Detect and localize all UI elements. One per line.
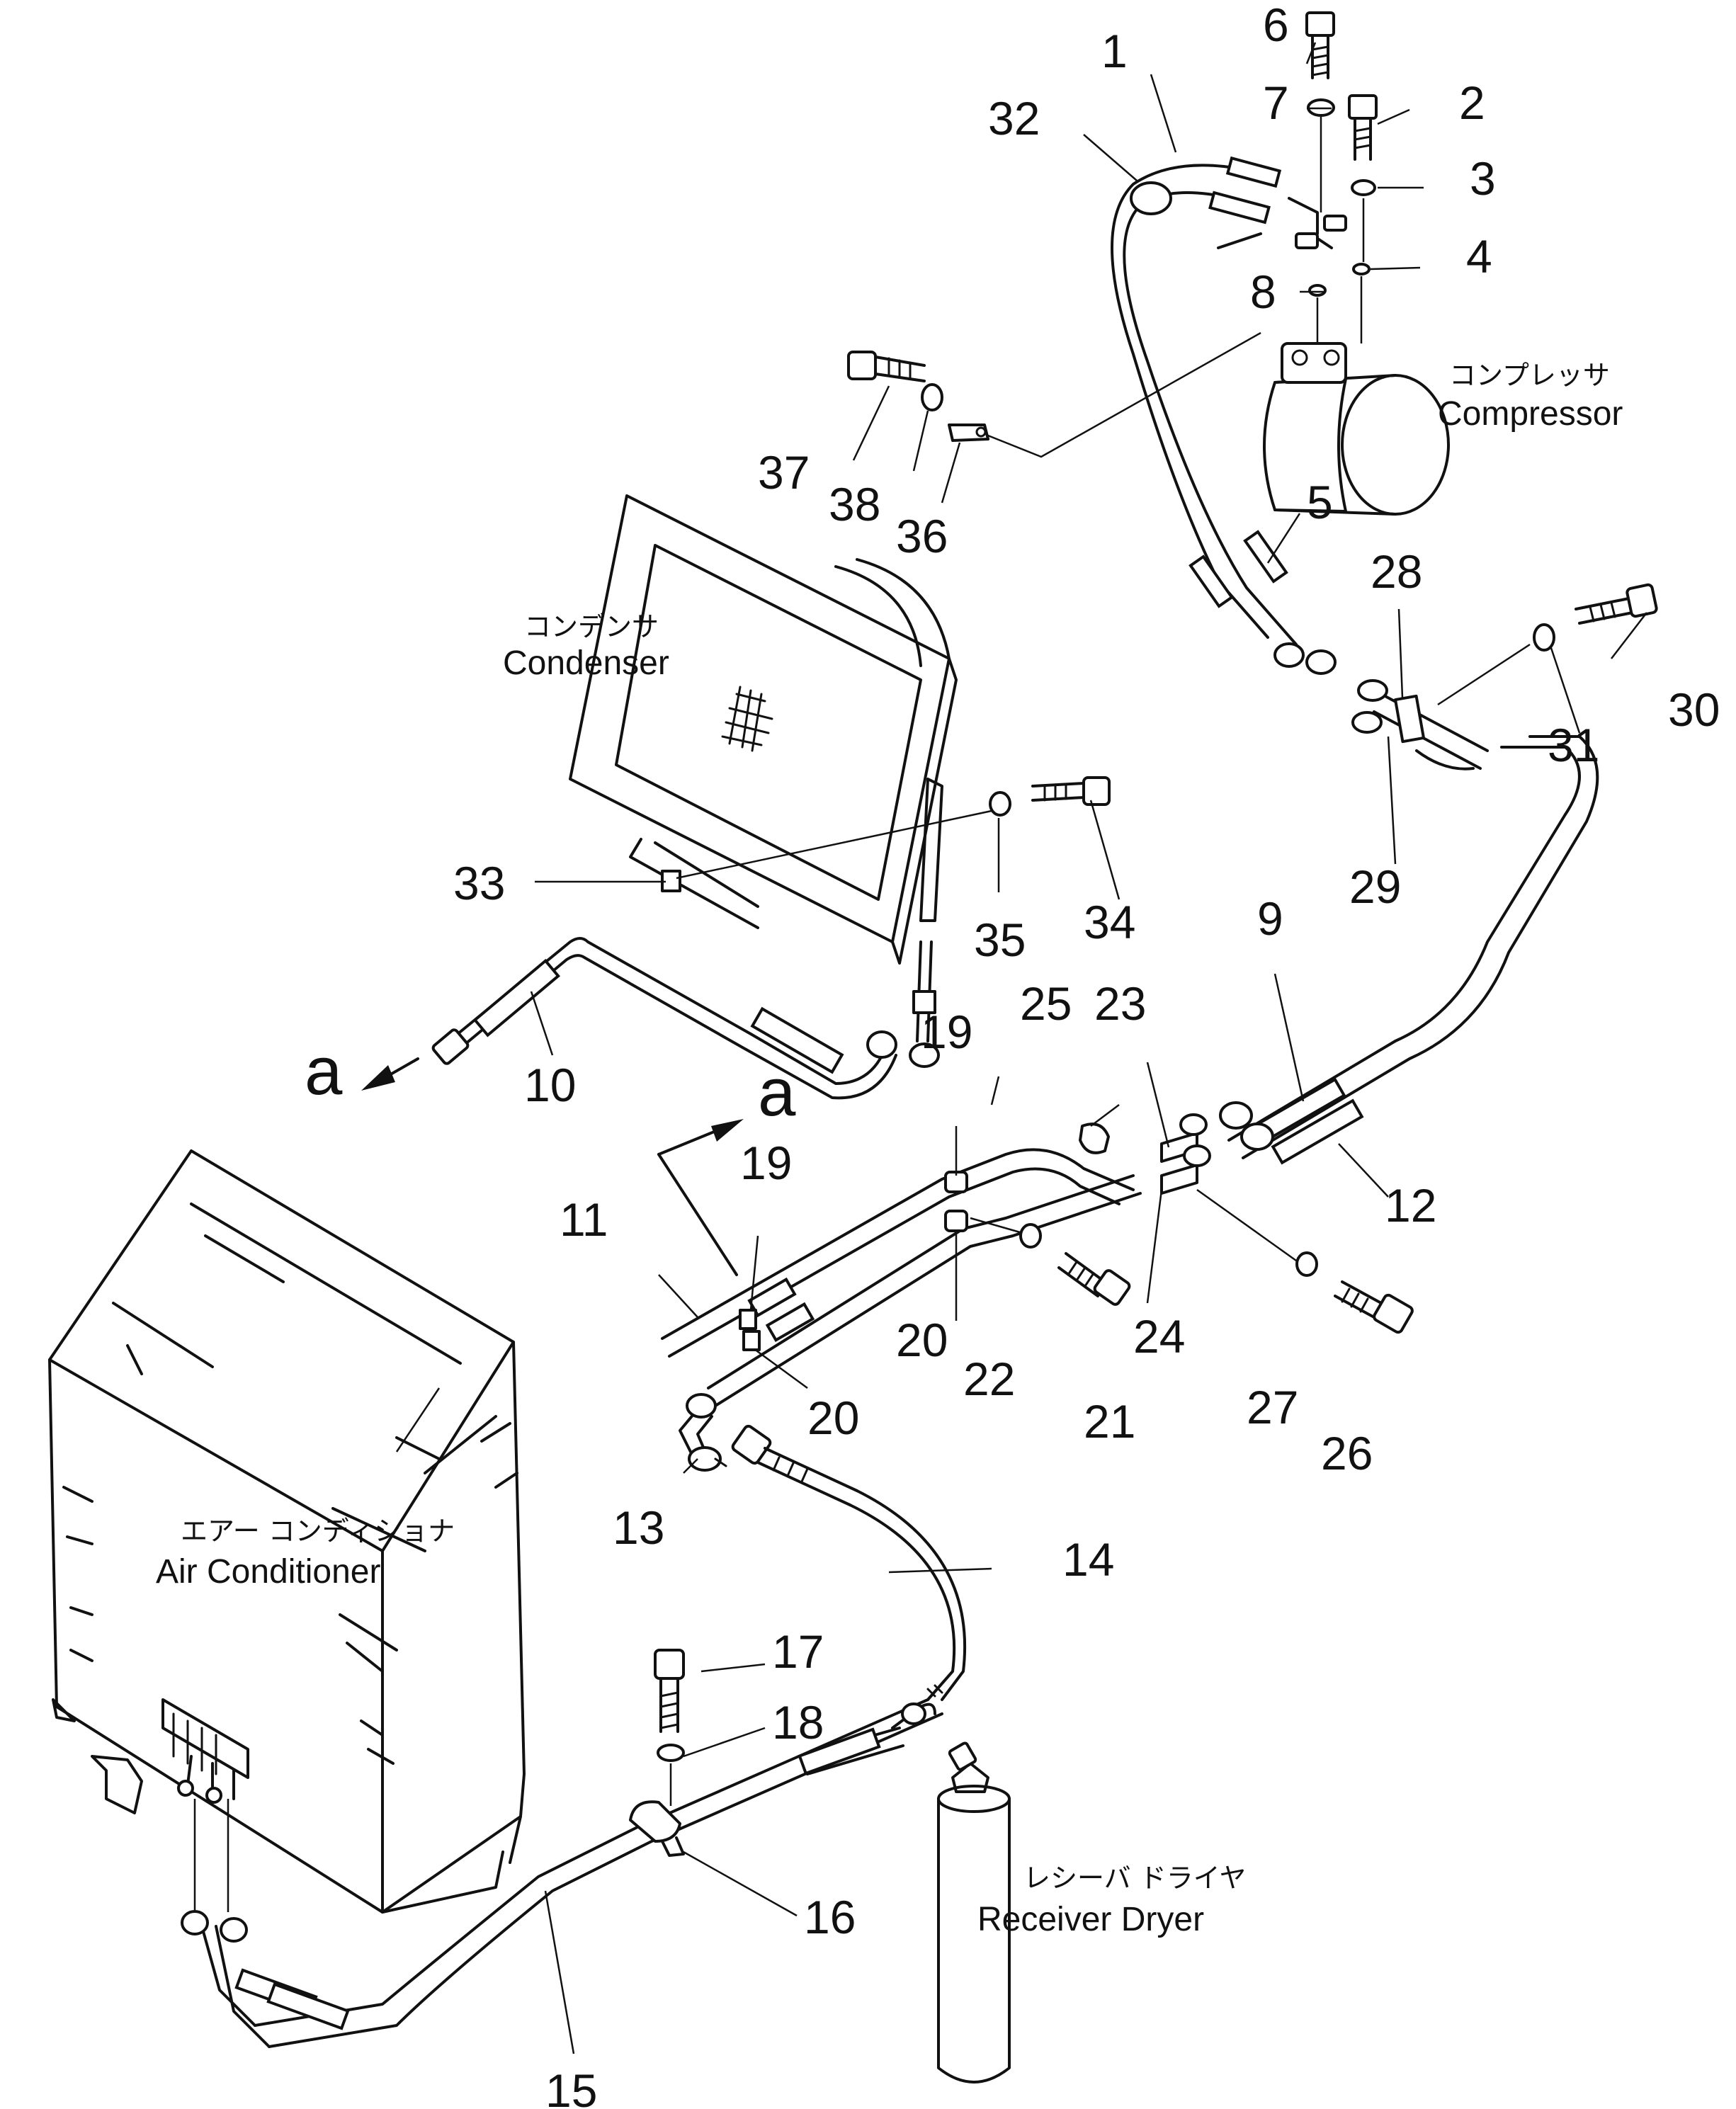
air-conditioner-label-en: Air Conditioner <box>156 1553 381 1591</box>
part-number-18: 18 <box>772 1696 824 1749</box>
condenser-label-jp: コンデンサ <box>524 611 659 642</box>
part-number-11: 11 <box>560 1193 608 1246</box>
part-number-21: 21 <box>1084 1395 1135 1448</box>
o-ring-4 <box>1352 263 1371 275</box>
clamps-19-20 <box>739 1171 968 1351</box>
part-number-1: 1 <box>1101 25 1128 77</box>
bolt-6 <box>1305 11 1335 79</box>
part-number-19-upper: 19 <box>921 1006 972 1058</box>
part-number-25: 25 <box>1020 977 1072 1030</box>
part-number-9: 9 <box>1257 892 1283 945</box>
part-number-2: 2 <box>1459 76 1485 129</box>
part-number-14: 14 <box>1062 1533 1114 1586</box>
hose-15 <box>181 1698 943 2048</box>
clamp-16 <box>629 1800 685 1857</box>
compressor-body <box>1263 342 1450 516</box>
washer-35 <box>989 791 1011 817</box>
bolt-26 <box>1334 1280 1414 1334</box>
part-number-36: 36 <box>896 510 948 562</box>
bolt-21 <box>1057 1252 1131 1306</box>
line-11-13 <box>661 1148 1142 1472</box>
part-number-7: 7 <box>1263 76 1289 129</box>
part-number-35: 35 <box>974 914 1026 966</box>
part-number-38: 38 <box>829 478 880 530</box>
connector-a-label-upper: a <box>305 1033 343 1109</box>
receiver-dryer <box>937 1741 1011 2084</box>
part-number-10: 10 <box>524 1059 576 1111</box>
part-number-28: 28 <box>1371 545 1422 598</box>
hose-14 <box>731 1424 967 1701</box>
receiver-dryer-label-jp: レシーバ ドライヤ <box>1023 1863 1247 1894</box>
washer-31 <box>1533 623 1555 652</box>
part-number-6: 6 <box>1263 0 1289 51</box>
clip-36 <box>948 423 989 442</box>
washer-38 <box>921 383 943 411</box>
bolt-2 <box>1348 94 1378 161</box>
clamps-23-24 <box>1160 1113 1211 1195</box>
washer-3 <box>1351 179 1376 196</box>
part-number-5: 5 <box>1307 476 1333 528</box>
part-number-15: 15 <box>545 2064 597 2109</box>
bolt-37 <box>847 351 926 382</box>
bolt-17 <box>654 1649 685 1733</box>
part-number-labels: 1 2 3 4 5 6 7 8 9 10 11 12 13 14 15 16 1… <box>305 0 1720 2109</box>
part-number-12: 12 <box>1385 1179 1436 1232</box>
part-number-20-left: 20 <box>807 1392 859 1444</box>
part-number-32: 32 <box>988 92 1040 144</box>
part-number-27: 27 <box>1247 1381 1298 1433</box>
part-number-3: 3 <box>1470 152 1496 205</box>
part-number-20-right: 20 <box>896 1314 948 1366</box>
part-number-22: 22 <box>963 1353 1015 1405</box>
part-number-19-lower: 19 <box>740 1137 792 1189</box>
part-number-13: 13 <box>613 1501 664 1554</box>
air-conditioner-unit <box>48 1149 526 1914</box>
part-number-23: 23 <box>1094 977 1146 1030</box>
connector-a-lower-arrow <box>657 1119 744 1276</box>
part-number-37: 37 <box>758 446 810 499</box>
part-number-31: 31 <box>1548 719 1599 771</box>
compressor-label-jp: コンプレッサ <box>1449 360 1610 391</box>
part-number-24: 24 <box>1133 1310 1185 1363</box>
part-number-34: 34 <box>1084 896 1135 948</box>
compressor-label-en: Compressor <box>1438 395 1623 433</box>
o-ring-8 <box>1308 284 1327 297</box>
part-number-17: 17 <box>772 1625 824 1678</box>
bolt-30 <box>1575 583 1658 625</box>
condenser-unit <box>569 494 958 1068</box>
part-number-29: 29 <box>1349 860 1401 913</box>
part-number-30: 30 <box>1668 683 1720 736</box>
part-number-4: 4 <box>1466 230 1492 283</box>
connector-a-upper-arrow <box>361 1057 419 1091</box>
washer-27 <box>1295 1251 1318 1277</box>
hose-10 <box>431 937 897 1100</box>
part-number-16: 16 <box>804 1891 856 1943</box>
condenser-label-en: Condenser <box>503 644 669 682</box>
receiver-dryer-label-en: Receiver Dryer <box>977 1901 1204 1938</box>
bolt-34 <box>1031 776 1111 806</box>
washer-22 <box>1019 1223 1042 1249</box>
connector-a-label-lower: a <box>758 1054 796 1130</box>
leader-lines <box>395 42 1647 2054</box>
compressor-hose <box>1111 156 1347 675</box>
air-conditioner-label-jp: エアー コンディショナ <box>181 1516 455 1547</box>
fitting-28-29 <box>1351 679 1489 771</box>
washer-18 <box>657 1744 685 1762</box>
part-number-33: 33 <box>453 857 505 909</box>
hose-9-12 <box>1219 735 1599 1165</box>
part-number-8: 8 <box>1250 266 1276 318</box>
spacer-25 <box>1079 1122 1110 1154</box>
part-number-26: 26 <box>1321 1427 1373 1479</box>
